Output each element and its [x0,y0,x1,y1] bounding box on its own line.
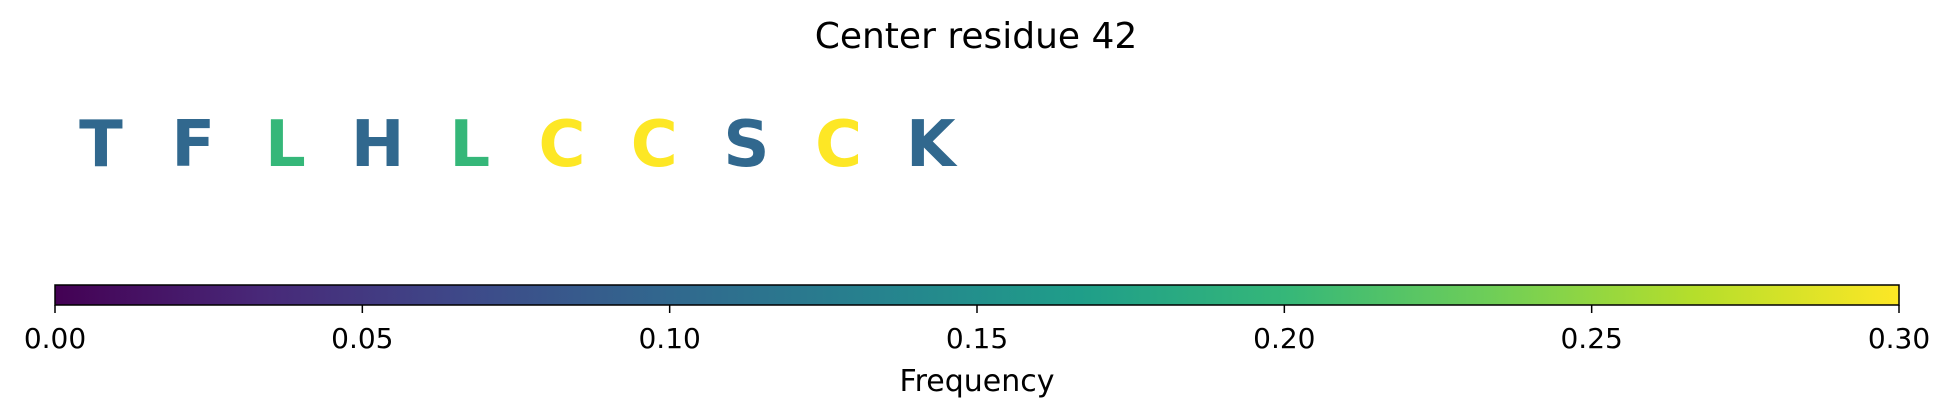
colorbar-tick-label: 0.10 [638,322,700,355]
residue-letter: C [539,108,586,182]
colorbar-tick-label: 0.15 [946,322,1008,355]
residue-letter: L [449,108,490,182]
residue-letter: F [171,108,215,182]
colorbar-tick-label: 0.20 [1253,322,1315,355]
colorbar-tick-label: 0.05 [331,322,393,355]
residue-letter: H [351,108,405,182]
residue-letter: L [265,108,306,182]
colorbar-tick-label: 0.25 [1560,322,1622,355]
colorbar-ticks: 0.00 0.05 0.10 0.15 0.20 0.25 0.30 [24,305,1930,355]
colorbar-tick-label: 0.30 [1868,322,1930,355]
colorbar-fill [55,285,1899,305]
residue-letter: S [723,108,769,182]
residue-letter: C [631,108,678,182]
colorbar-tick-label: 0.00 [24,322,86,355]
frequency-colorbar: 0.00 0.05 0.10 0.15 0.20 0.25 0.30 Frequency [24,284,1930,399]
chart-title: Center residue 42 [815,16,1138,57]
residue-letter: C [815,108,862,182]
residue-letter: T [79,108,123,182]
colorbar-axis-label: Frequency [900,364,1055,399]
residue-letter: K [906,108,958,182]
